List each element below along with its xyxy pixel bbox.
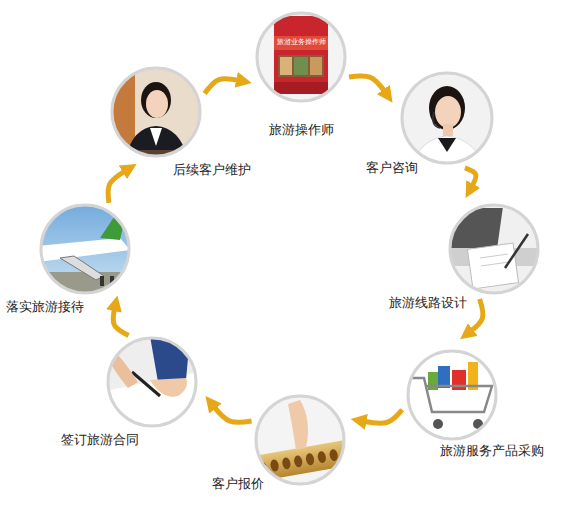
circle-ring [112,68,200,156]
laptop-picture [427,200,550,310]
process-circle: 客户报价 [254,394,346,486]
circle-ring [256,396,344,484]
step-label: 落实旅游接待 [4,299,86,315]
flow-arrow [213,406,251,422]
flow-arrow [465,168,476,187]
step-label: 后续客户维护 [171,162,253,178]
circle-outline [400,71,494,165]
step-label: 客户报价 [210,476,266,492]
circle-ring [450,205,538,293]
process-circle: 旅游线路设计 [448,203,540,295]
circle-ring [108,338,196,426]
step-label: 客户咨询 [364,160,420,176]
airplane-picture [35,200,145,312]
flow-arrow [108,171,126,203]
circle-outline [110,66,202,158]
process-circle: 落实旅游接待 [39,203,131,295]
circle-ring [41,205,129,293]
circle-outline [106,336,198,428]
circle-outline [448,203,540,295]
flow-arrow [470,299,483,332]
circle-ring [402,73,492,163]
book-title: 旅游业务操作师 [276,38,326,47]
circle-ring [408,351,496,439]
process-circle: 客户咨询 [400,71,494,165]
flow-arrow [363,410,402,424]
circle-outline [254,394,346,486]
receptionist-picture [105,62,215,172]
book-picture [250,10,360,110]
process-circle: 后续客户维护 [110,66,202,158]
step-label: 签订旅游合同 [59,432,141,448]
circle-outline [255,11,347,103]
signing-picture [100,330,210,440]
flow-arrow [205,78,240,93]
process-circle: 旅游操作师 [255,11,347,103]
process-circle: 签订旅游合同 [106,336,198,428]
abacus-picture [250,390,360,500]
step-label: 旅游服务产品采购 [438,443,546,459]
step-label: 旅游线路设计 [387,295,469,311]
flow-arrow [113,308,129,336]
circle-ring [257,13,345,101]
cart-picture [400,345,510,455]
process-circle: 旅游服务产品采购 [406,349,498,441]
circle-outline [39,203,131,295]
step-label: 旅游操作师 [267,122,336,138]
circle-outline [406,349,498,441]
flow-arrow [349,76,385,92]
